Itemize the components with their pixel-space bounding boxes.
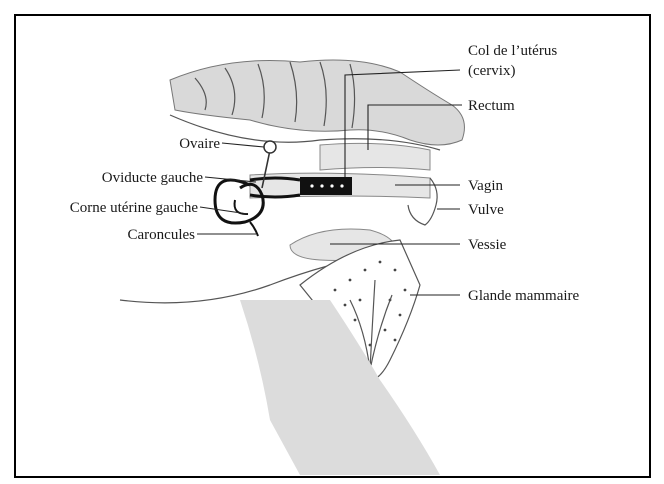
label-rectum: Rectum [468,98,515,114]
label-vulve: Vulve [468,202,504,218]
spine-vertebrae [170,60,464,145]
label-vessie: Vessie [468,237,507,253]
leader-corne [200,207,248,214]
label-glande-mammaire: Glande mammaire [468,288,580,304]
label-ovaire: Ovaire [179,136,220,152]
anatomy-illustration [120,60,464,475]
rectum-shape [320,143,430,170]
cervix-shape [300,177,352,195]
leader-ovaire [222,143,264,147]
right-labels: Col de l’utérus (cervix) Rectum Vagin Vu… [468,43,580,304]
label-vagin: Vagin [468,178,503,194]
leg-shape [240,300,440,475]
label-corne-uterine-gauche: Corne utérine gauche [70,200,199,216]
label-oviducte-gauche: Oviducte gauche [102,170,204,186]
uterine-horn [215,180,263,223]
label-cervix-line2: (cervix) [468,63,515,79]
label-caroncules: Caroncules [128,227,196,243]
ovary-shape [264,141,276,153]
left-labels: Ovaire Oviducte gauche Corne utérine gau… [70,136,221,243]
label-cervix-line1: Col de l’utérus [468,43,557,59]
